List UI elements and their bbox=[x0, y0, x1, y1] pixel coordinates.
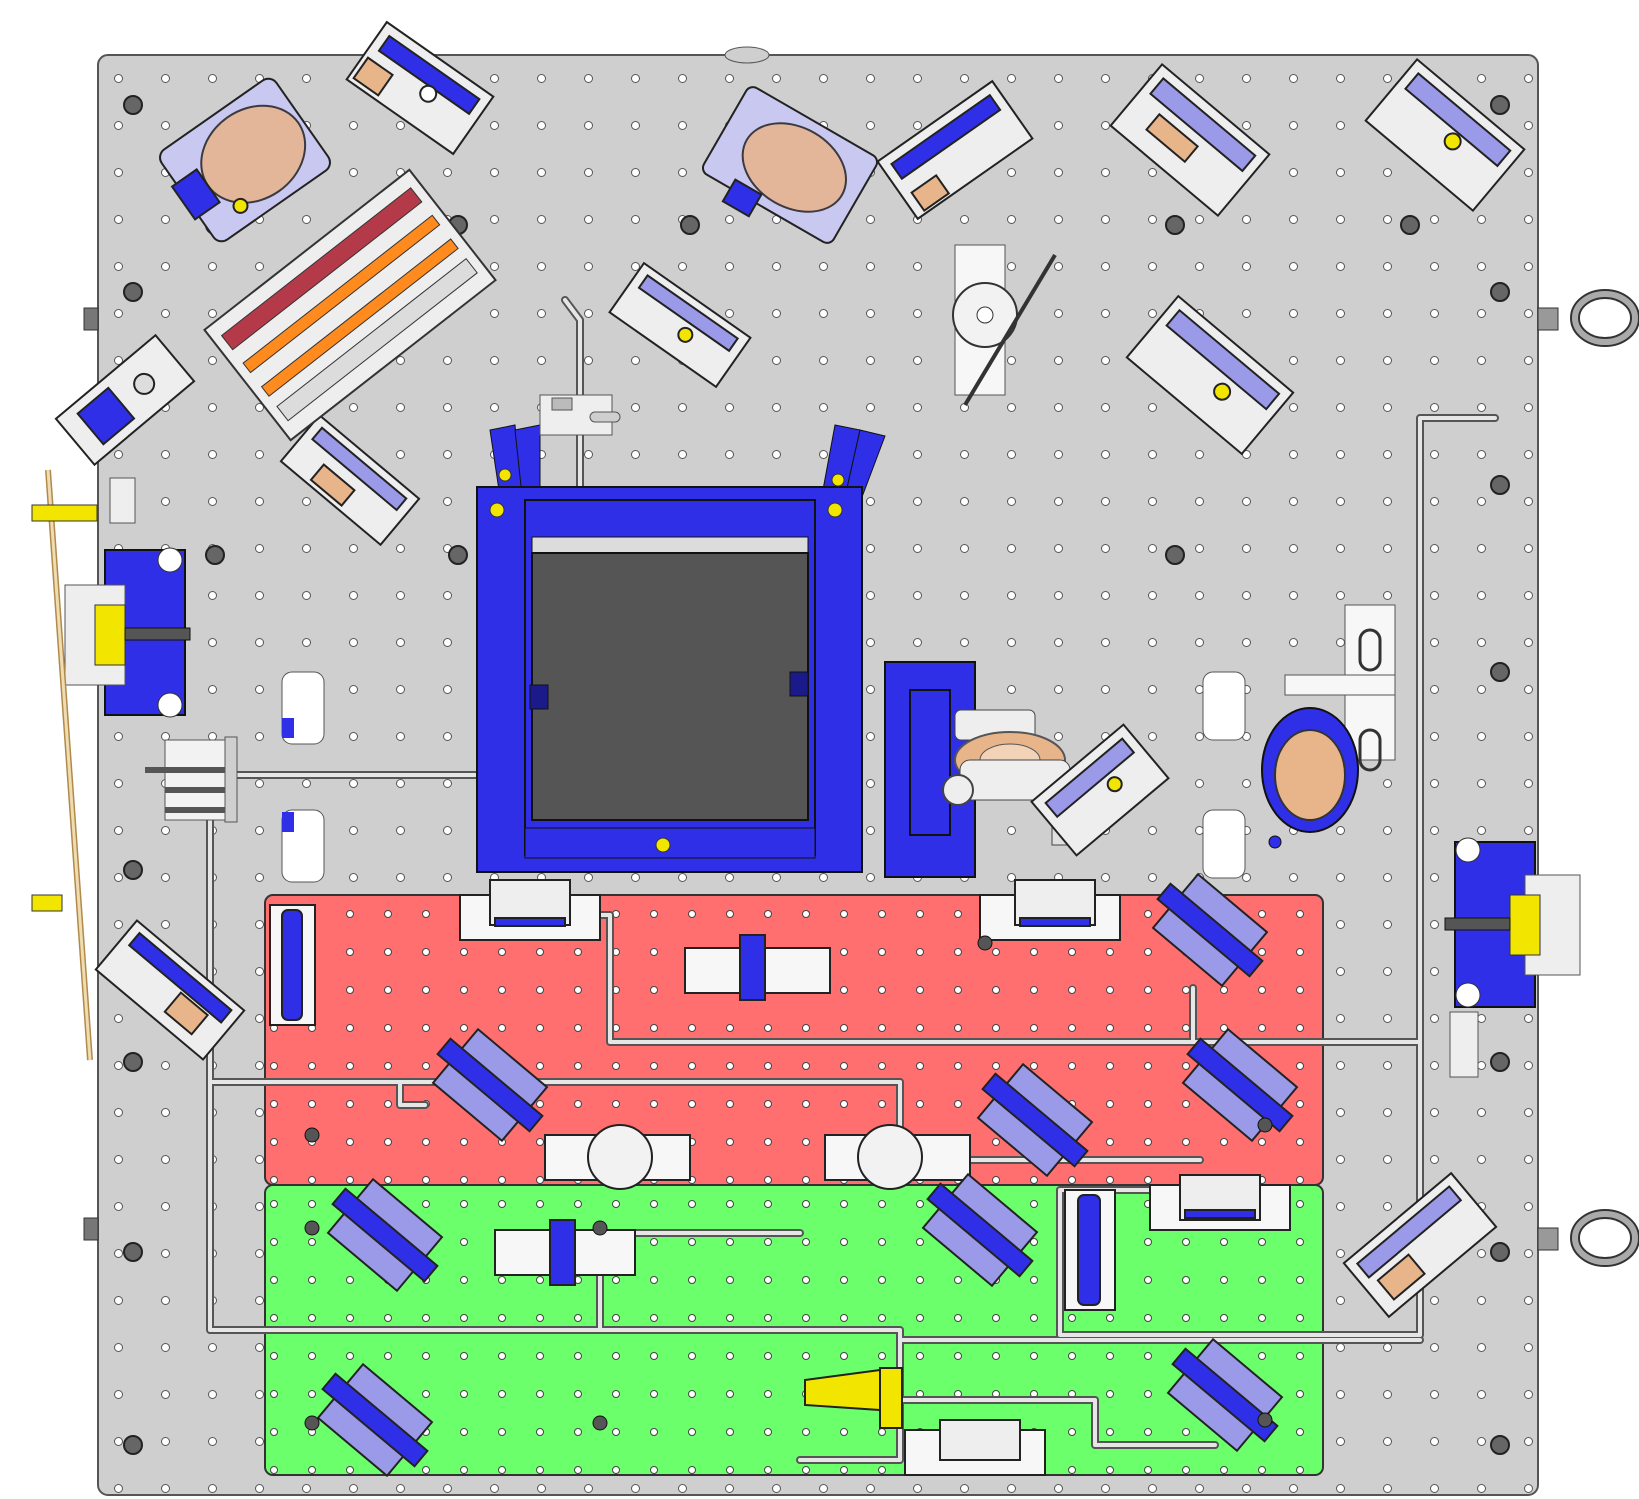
mount-center-top bbox=[608, 261, 752, 389]
mount-top-right-a bbox=[1109, 62, 1271, 218]
optic-mounts bbox=[54, 20, 1526, 1319]
mount-left-mid bbox=[279, 413, 421, 547]
plate-screws bbox=[304, 935, 1273, 1431]
green-plate-parts bbox=[316, 1172, 1291, 1478]
mount-top-center-right bbox=[876, 79, 1034, 221]
mount-top-left-large bbox=[159, 77, 331, 243]
mount-top-center bbox=[701, 86, 879, 244]
lifting-eyebolt-upper bbox=[1537, 289, 1639, 347]
right-translation-stage bbox=[1444, 837, 1581, 1078]
sample-chamber bbox=[476, 424, 886, 873]
mount-left-low bbox=[94, 919, 246, 1061]
lens-holder-ring bbox=[1261, 604, 1396, 849]
rod-holder bbox=[952, 244, 1057, 407]
mount-right-low bbox=[1342, 1171, 1498, 1319]
side-block-left-upper bbox=[83, 307, 99, 331]
mount-center-right bbox=[1030, 723, 1170, 857]
mount-left-edge bbox=[54, 333, 196, 467]
lens-mount-block bbox=[884, 661, 1083, 878]
alignment-wand bbox=[31, 469, 98, 1061]
chamber-window bbox=[531, 552, 809, 821]
slot-plates bbox=[281, 671, 1246, 883]
mount-right-mid bbox=[1125, 294, 1295, 456]
fiber-clamp bbox=[539, 394, 621, 436]
left-translation-stage bbox=[64, 477, 191, 718]
red-plate-parts bbox=[269, 872, 1299, 1190]
mount-top-right-b bbox=[1364, 57, 1526, 213]
rail-clamp bbox=[145, 736, 238, 823]
top-tab bbox=[724, 46, 770, 64]
mount-top-left-small bbox=[345, 20, 495, 156]
lifting-eyebolt-lower bbox=[1537, 1209, 1639, 1267]
side-block-left-lower bbox=[83, 1217, 99, 1241]
rail-assembly bbox=[203, 168, 497, 442]
